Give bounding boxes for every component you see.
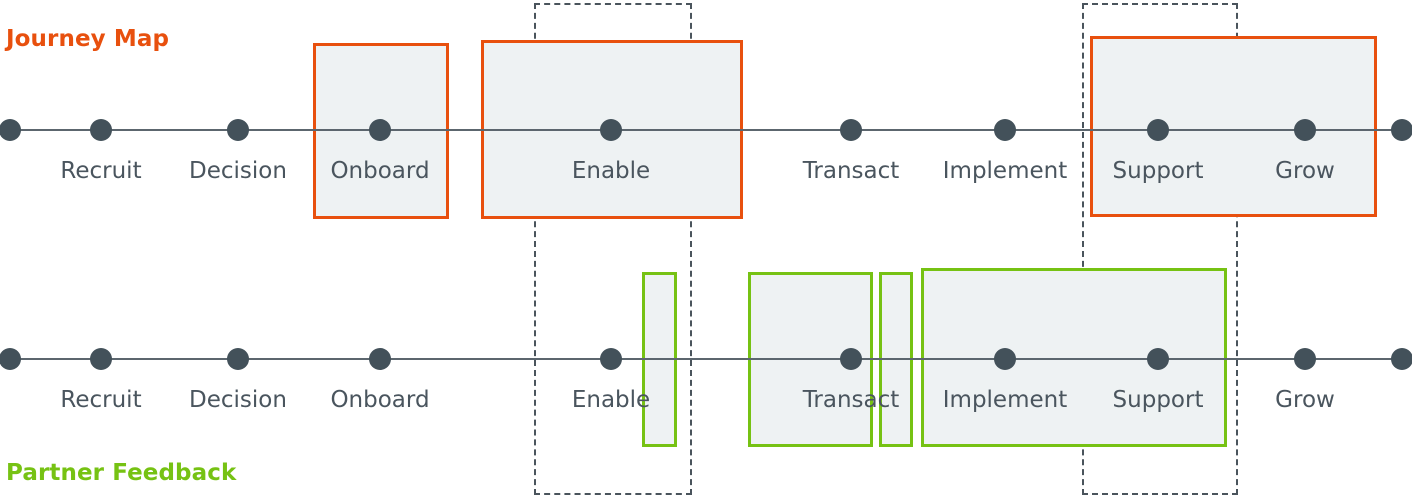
stage-label-decision: Decision <box>189 387 287 413</box>
stage-label-implement: Implement <box>942 387 1068 413</box>
stage-label-enable: Enable <box>571 158 651 184</box>
timeline-node[interactable] <box>1391 119 1412 141</box>
stage-label-implement: Implement <box>942 158 1068 184</box>
stage-label-recruit: Recruit <box>60 387 142 413</box>
timeline-node[interactable] <box>0 119 21 141</box>
stage-label-recruit: Recruit <box>60 158 142 184</box>
timeline-node[interactable] <box>369 348 391 370</box>
timeline-axis-line <box>10 358 1402 360</box>
partner-feedback-title: Partner Feedback <box>6 460 237 486</box>
timeline-node[interactable] <box>600 119 622 141</box>
timeline-node[interactable] <box>1294 348 1316 370</box>
timeline-node[interactable] <box>994 119 1016 141</box>
timeline-node[interactable] <box>1391 348 1412 370</box>
stage-label-enable: Enable <box>571 387 651 413</box>
timeline-node[interactable] <box>1294 119 1316 141</box>
timeline-node[interactable] <box>840 119 862 141</box>
timeline-node[interactable] <box>1147 119 1169 141</box>
timeline-node[interactable] <box>994 348 1016 370</box>
stage-label-support: Support <box>1112 387 1204 413</box>
stage-label-grow: Grow <box>1275 387 1335 413</box>
stage-label-decision: Decision <box>189 158 287 184</box>
timeline-node[interactable] <box>840 348 862 370</box>
timeline-node[interactable] <box>90 119 112 141</box>
implement-support-feedback-highlight[interactable] <box>921 268 1227 447</box>
timeline-node[interactable] <box>600 348 622 370</box>
timeline-node[interactable] <box>1147 348 1169 370</box>
timeline-node[interactable] <box>90 348 112 370</box>
timeline-node[interactable] <box>0 348 21 370</box>
journey-map-title: Journey Map <box>6 26 170 52</box>
timeline-node[interactable] <box>369 119 391 141</box>
timeline-axis-line <box>10 129 1402 131</box>
stage-label-transact: Transact <box>802 387 900 413</box>
timeline-node[interactable] <box>227 119 249 141</box>
timeline-node[interactable] <box>227 348 249 370</box>
stage-label-support: Support <box>1112 158 1204 184</box>
stage-label-grow: Grow <box>1275 158 1335 184</box>
support-grow-highlight[interactable] <box>1090 36 1377 217</box>
stage-label-transact: Transact <box>802 158 900 184</box>
stage-label-onboard: Onboard <box>330 158 430 184</box>
stage-label-onboard: Onboard <box>330 387 430 413</box>
